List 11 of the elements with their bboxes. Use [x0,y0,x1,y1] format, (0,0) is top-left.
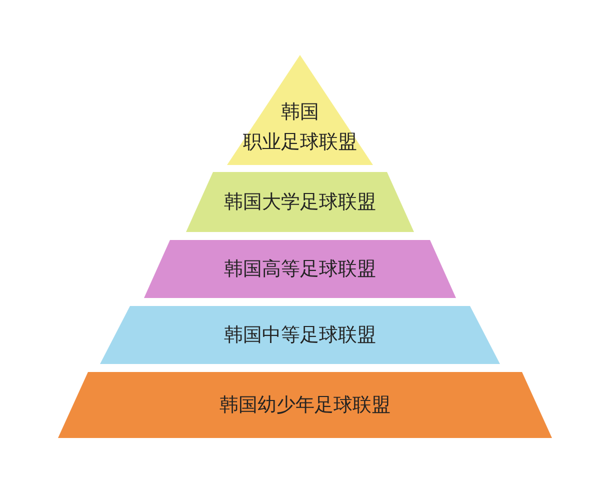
pyramid-tier [100,306,500,364]
tier-label: 韩国幼少年足球联盟 [220,392,390,418]
tier-label: 韩国大学足球联盟 [224,190,376,215]
pyramid-top-tier [227,55,373,165]
pyramid-tier [186,172,414,232]
tier-label: 职业足球联盟 [243,130,357,155]
tier-label: 韩国高等足球联盟 [224,256,376,282]
pyramid-tier [144,240,456,298]
tier-label: 韩国中等足球联盟 [224,322,376,348]
tier-label: 韩国 [281,100,319,125]
pyramid-tier [58,372,552,438]
